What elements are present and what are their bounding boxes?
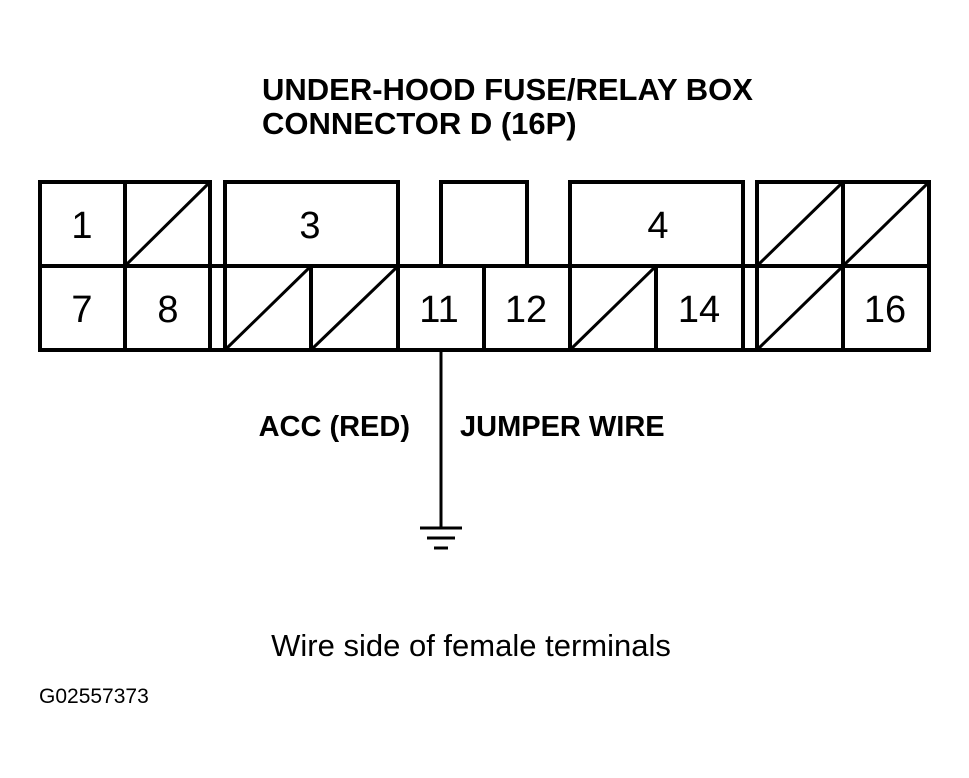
pin-number: 12 (505, 289, 547, 331)
pin-number: 8 (157, 289, 178, 331)
key-tab (439, 180, 529, 266)
empty-cavity-slash (757, 182, 843, 266)
title-line-2: CONNECTOR D (16P) (262, 106, 577, 141)
empty-cavity-slash (570, 266, 656, 350)
pin-number: 1 (71, 205, 92, 247)
figure-code: G02557373 (39, 685, 149, 708)
pin-number: 11 (419, 289, 458, 331)
empty-cavity-slash (225, 266, 311, 350)
pin-number: 14 (678, 289, 720, 331)
jumper-wire-label: JUMPER WIRE (460, 411, 665, 443)
empty-cavity-slash (843, 182, 929, 266)
empty-cavity-slash (757, 266, 843, 350)
top-section-pin3 (223, 180, 400, 266)
pin-number: 4 (647, 205, 668, 247)
acc-label: ACC (RED) (259, 411, 410, 443)
empty-cavity-slash (311, 266, 398, 350)
pin-number: 16 (864, 289, 906, 331)
pin-number: 7 (71, 289, 92, 331)
empty-cavity-slash (125, 182, 210, 266)
title-line-1: UNDER-HOOD FUSE/RELAY BOX (262, 72, 753, 107)
connector-body (38, 180, 931, 352)
pin-number: 3 (299, 205, 320, 247)
ground-icon (420, 526, 462, 550)
caption: Wire side of female terminals (271, 628, 671, 663)
